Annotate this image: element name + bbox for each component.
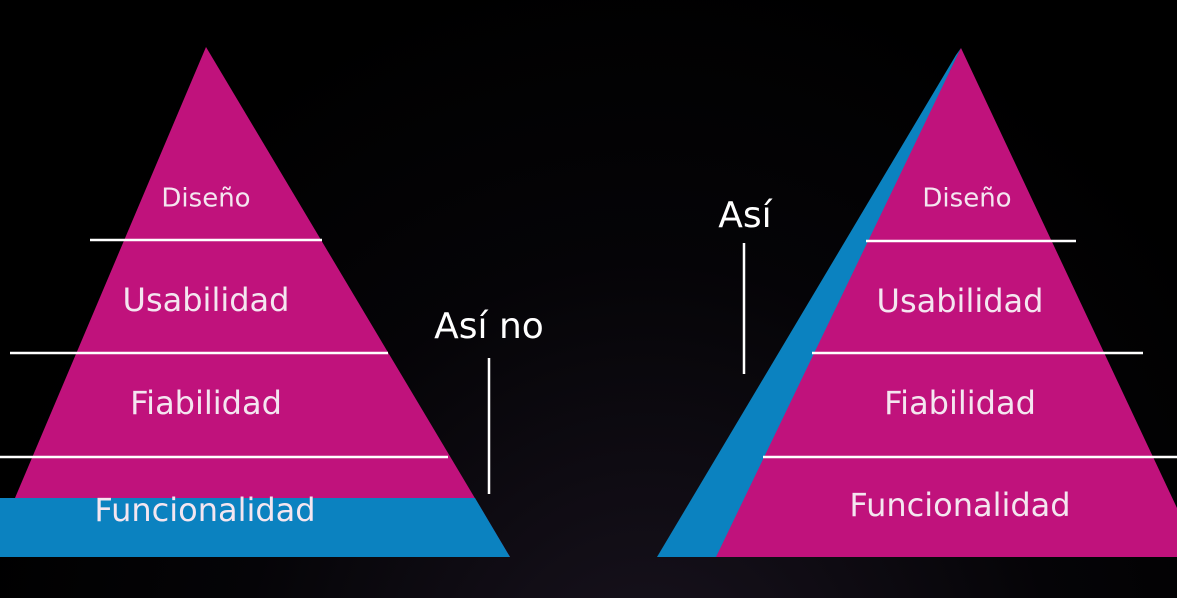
left-pyramid-body <box>0 47 510 557</box>
left-tier-usabilidad: Usabilidad <box>123 281 290 319</box>
right-caption: Así <box>718 195 772 236</box>
right-pyramid: Diseño Usabilidad Fiabilidad Funcionalid… <box>657 48 1177 557</box>
left-pyramid: Diseño Usabilidad Fiabilidad Funcionalid… <box>0 47 510 557</box>
left-tier-diseno: Diseño <box>161 184 250 214</box>
right-tier-usabilidad: Usabilidad <box>877 282 1044 320</box>
right-pyramid-side-highlight <box>657 48 961 557</box>
left-pyramid-base-highlight <box>0 498 510 557</box>
left-tier-fiabilidad: Fiabilidad <box>130 384 282 422</box>
left-tier-funcionalidad: Funcionalidad <box>94 491 315 529</box>
right-tier-diseno: Diseño <box>922 184 1011 214</box>
right-tier-fiabilidad: Fiabilidad <box>884 384 1036 422</box>
left-caption: Así no <box>434 306 544 347</box>
right-pyramid-body <box>716 48 1177 557</box>
right-tier-funcionalidad: Funcionalidad <box>849 486 1070 524</box>
